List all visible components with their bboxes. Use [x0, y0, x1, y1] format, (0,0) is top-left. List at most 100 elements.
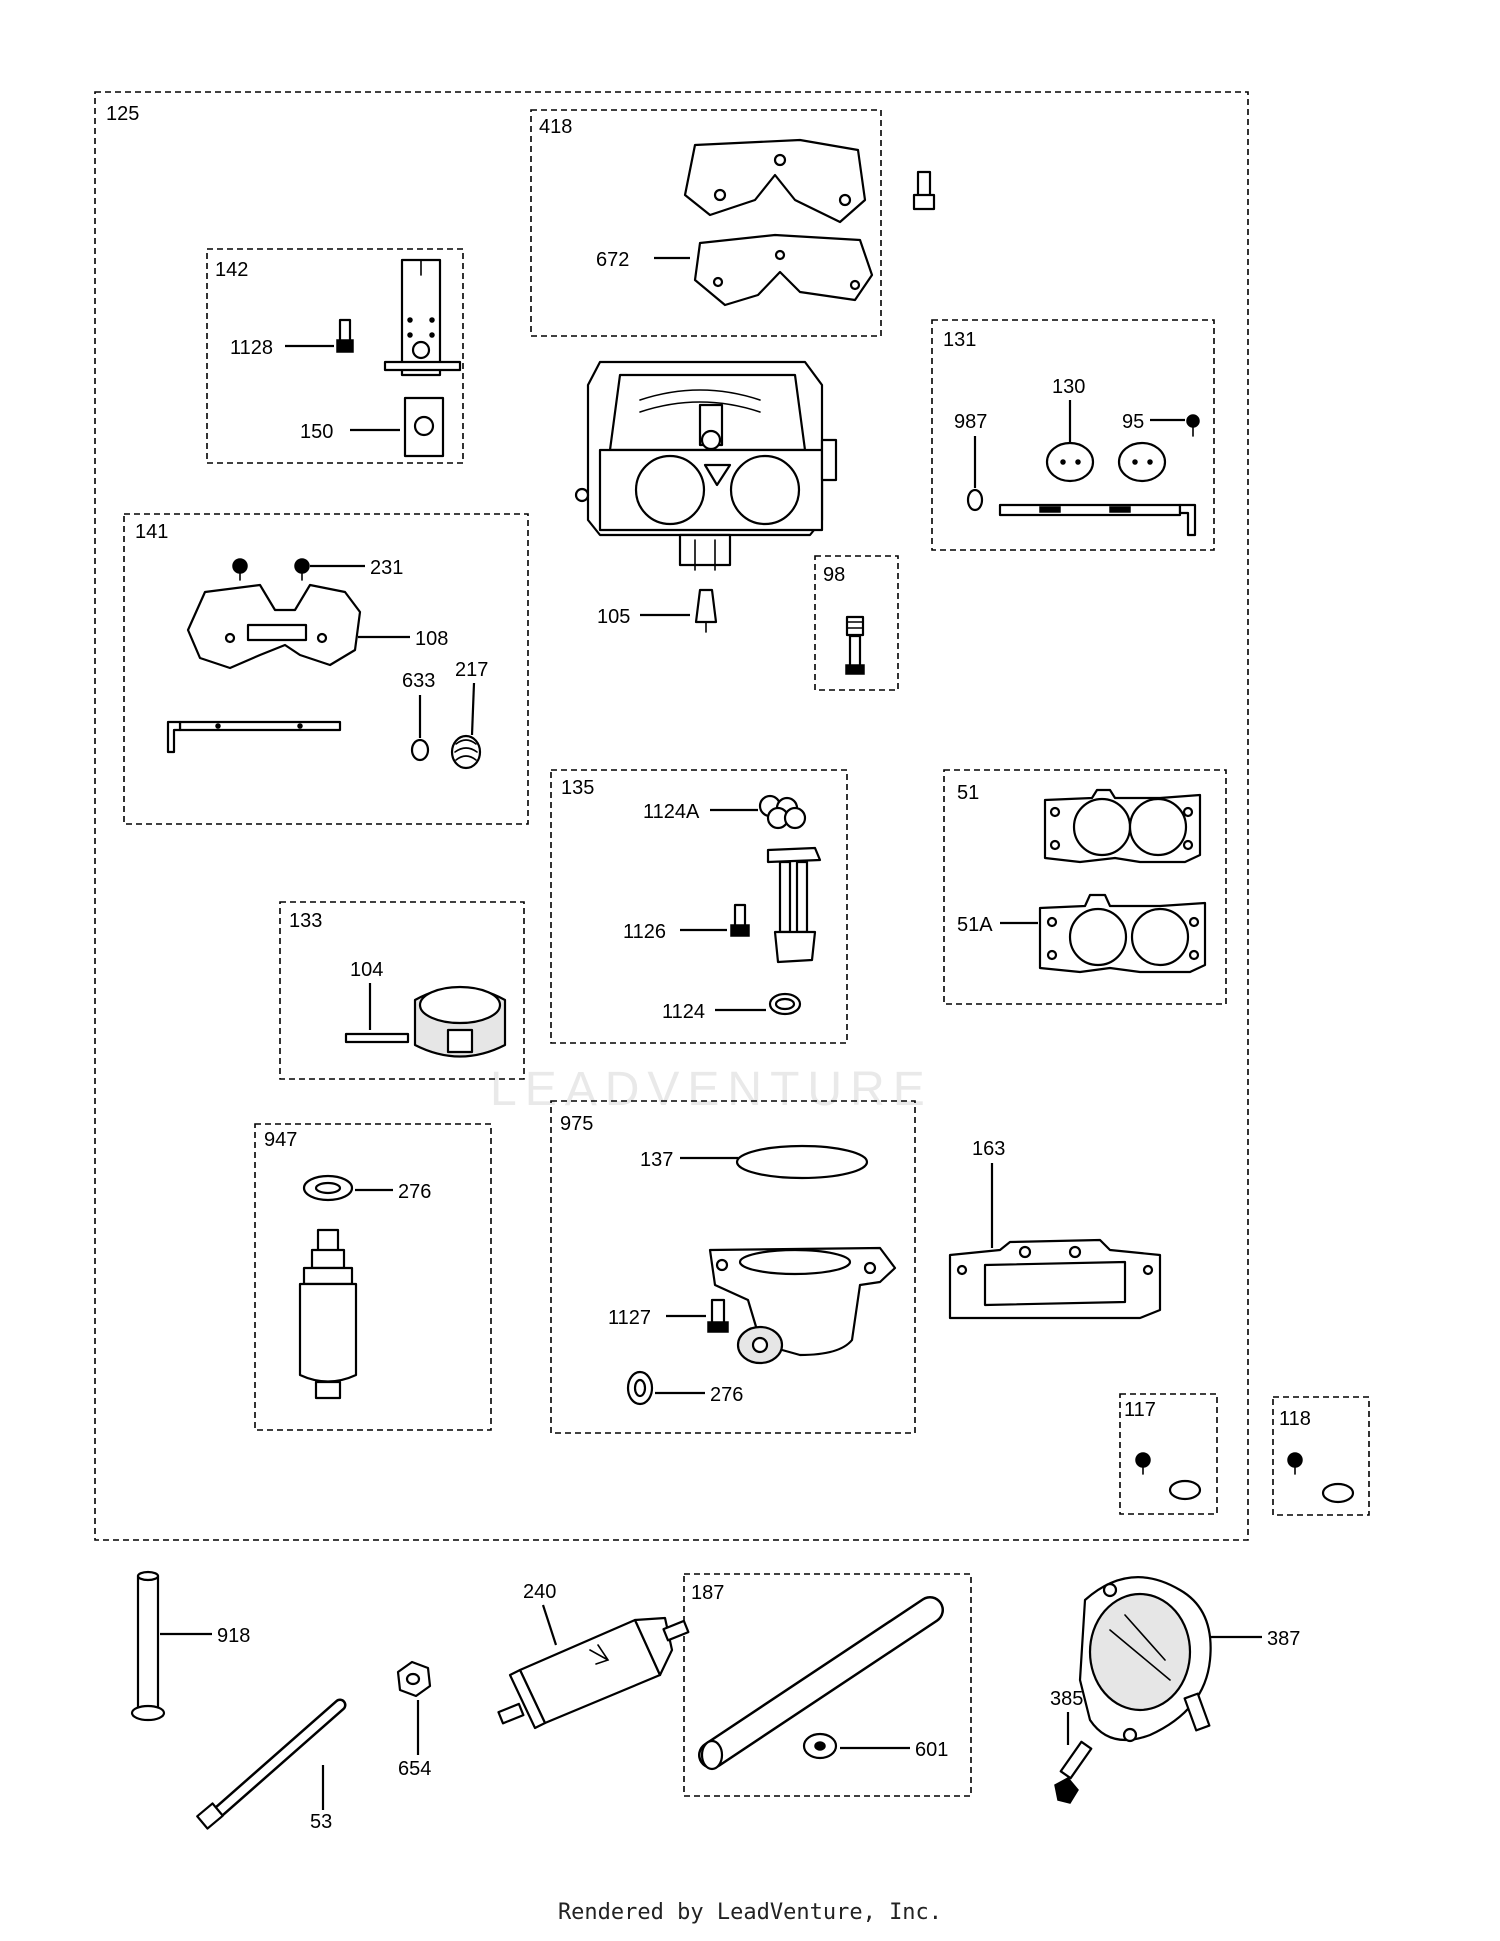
label-137: 137	[640, 1149, 673, 1171]
label-117: 117	[1124, 1399, 1156, 1421]
box-975	[550, 1100, 916, 1434]
plate-150	[403, 396, 445, 458]
box-187	[683, 1573, 972, 1797]
screw-418	[912, 170, 936, 211]
o-ring-137	[735, 1144, 869, 1180]
fuel-pump-387	[1078, 1576, 1212, 1743]
label-150: 150	[300, 421, 333, 443]
label-104: 104	[350, 959, 383, 981]
label-51A: 51A	[957, 914, 993, 936]
box-118	[1272, 1396, 1370, 1516]
needle-105	[694, 588, 718, 633]
box-947	[254, 1123, 492, 1431]
label-276-top: 276	[398, 1181, 431, 1203]
label-130: 130	[1052, 376, 1085, 398]
screws-231	[232, 558, 310, 581]
box-142	[206, 248, 464, 464]
label-53: 53	[310, 1811, 332, 1833]
bracket-142	[383, 258, 462, 377]
screw-1127	[707, 1298, 729, 1333]
gasket-51	[1043, 788, 1202, 864]
label-141: 141	[135, 521, 168, 543]
label-672: 672	[596, 249, 629, 271]
label-240: 240	[523, 1581, 556, 1603]
choke-plate-108	[186, 583, 362, 670]
label-418: 418	[539, 116, 572, 138]
fuel-bowl-975	[708, 1246, 897, 1365]
carburetor-body	[574, 360, 838, 571]
box-51	[943, 769, 1227, 1005]
spring-217	[450, 734, 482, 770]
washer-276-top	[302, 1174, 354, 1202]
fuel-solenoid-947	[298, 1228, 358, 1400]
label-142: 142	[215, 259, 248, 281]
hose-187	[698, 1596, 944, 1771]
label-118: 118	[1279, 1408, 1311, 1430]
screw-95	[1186, 414, 1200, 437]
label-51: 51	[957, 782, 979, 804]
throttle-plate-130	[1045, 441, 1167, 483]
label-387: 387	[1267, 1628, 1300, 1650]
label-276-bottom: 276	[710, 1384, 743, 1406]
emulsion-tube-135	[766, 846, 822, 964]
label-133: 133	[289, 910, 322, 932]
box-117	[1119, 1393, 1218, 1515]
label-385: 385	[1050, 1688, 1083, 1710]
cover-plate-418	[683, 138, 867, 224]
nut-654	[396, 1660, 432, 1698]
clamp-601	[802, 1732, 838, 1760]
pin-104	[344, 1032, 410, 1044]
label-108: 108	[415, 628, 448, 650]
shaft-53	[196, 1698, 347, 1830]
label-105: 105	[597, 606, 630, 628]
watermark: LEADVENTURE	[490, 1063, 933, 1116]
washer-276-bottom	[626, 1370, 654, 1406]
spring-screw-98	[845, 615, 865, 675]
label-987: 987	[954, 411, 987, 433]
label-231: 231	[370, 557, 403, 579]
gasket-1124A	[758, 794, 807, 830]
label-163: 163	[972, 1138, 1005, 1160]
screw-1128	[336, 318, 354, 353]
label-947: 947	[264, 1129, 297, 1151]
box-141	[123, 513, 529, 825]
box-135	[550, 769, 848, 1044]
label-125: 125	[106, 103, 139, 125]
choke-shaft-141	[166, 720, 342, 754]
label-1128: 1128	[230, 337, 273, 359]
label-975: 975	[560, 1113, 593, 1135]
tube-918	[130, 1570, 166, 1722]
label-95: 95	[1122, 411, 1144, 433]
box-98	[814, 555, 899, 691]
gasket-163	[948, 1238, 1162, 1320]
float-133	[413, 985, 507, 1058]
fuel-filter-240	[497, 1616, 690, 1730]
screw-1126	[730, 903, 750, 937]
label-1124: 1124	[662, 1001, 705, 1023]
label-918: 918	[217, 1625, 250, 1647]
washer-987	[966, 488, 984, 512]
screw-washer-117	[1135, 1452, 1202, 1501]
gasket-672	[693, 233, 874, 307]
washer-633	[410, 738, 430, 762]
label-98: 98	[823, 564, 845, 586]
label-187: 187	[691, 1582, 724, 1604]
label-654: 654	[398, 1758, 431, 1780]
label-601: 601	[915, 1739, 948, 1761]
label-217: 217	[455, 659, 488, 681]
label-1127: 1127	[608, 1307, 651, 1329]
label-633: 633	[402, 670, 435, 692]
throttle-shaft-131	[998, 503, 1197, 537]
label-131: 131	[943, 329, 976, 351]
box-133	[279, 901, 525, 1080]
box-418	[530, 109, 882, 337]
box-131	[931, 319, 1215, 551]
screw-385	[1054, 1740, 1093, 1804]
footer-credit: Rendered by LeadVenture, Inc.	[557, 1900, 943, 1925]
seal-1124	[768, 992, 802, 1016]
gasket-51A	[1038, 893, 1207, 974]
label-1126: 1126	[623, 921, 666, 943]
label-1124A: 1124A	[643, 801, 700, 823]
screw-washer-118	[1287, 1452, 1355, 1504]
